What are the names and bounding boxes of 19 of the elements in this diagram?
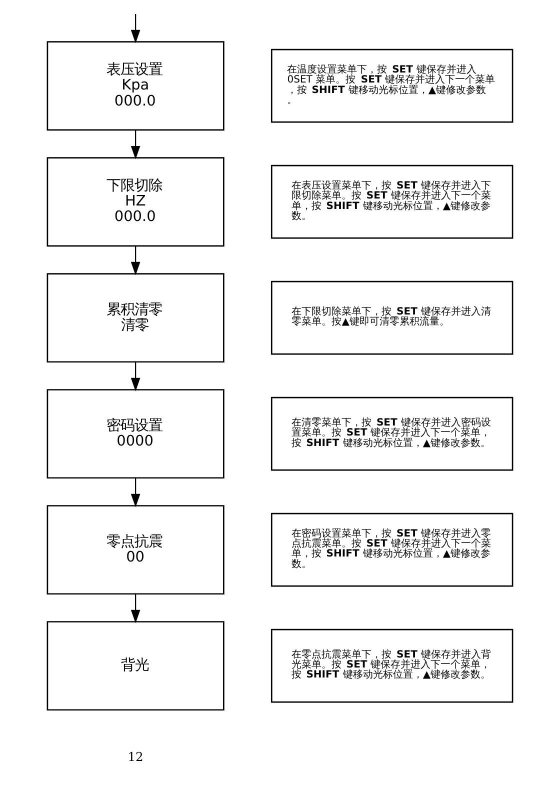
node-box: 下限切除 HZ 000.0 bbox=[46, 157, 224, 247]
node-box: 在下限切除菜单下，按 SET 键保存并进入清零菜单。按▲键即可清零累积流量。 bbox=[270, 280, 514, 355]
arrow bbox=[130, 594, 140, 624]
arrow bbox=[130, 130, 140, 160]
node-box: 密码设置 0000 bbox=[46, 389, 224, 479]
node-box: 累积清零 清零 bbox=[46, 273, 224, 363]
node-box: 在表压设置菜单下，按 SET 键保存并进入下限切除菜单。按 SET 键保存并进入下一个菜单，按 SHIFT 键移动光标位置，▲键修改参数。 bbox=[270, 164, 514, 239]
node-box: 在温度设置菜单下，按 SET 键保存并进入 0SET 菜单。按 SET 键保存并进入下一个菜单，按 SHIFT 键移动光标位置，▲键修改参数。 bbox=[270, 48, 514, 123]
node-box: 在零点抗震菜单下，按 SET 键保存并进入背光菜单。按 SET 键保存并进入下一个菜单，按 SHIFT 键移动光标位置，▲键修改参数。 bbox=[270, 628, 514, 703]
arrow bbox=[130, 14, 140, 44]
node-box: 在清零菜单下，按 SET 键保存并进入密码设置菜单。按 SET 键保存并进入下一个菜单，按 SHIFT 键移动光标位置，▲键修改参数。 bbox=[270, 396, 514, 471]
arrow bbox=[130, 362, 140, 392]
node-box: 在密码设置菜单下，按 SET 键保存并进入零点抗震菜单。按 SET 键保存并进入下一个菜单，按 SHIFT 键移动光标位置，▲键修改参数。 bbox=[270, 512, 514, 587]
arrow bbox=[130, 246, 140, 276]
node-box: 零点抗震 00 bbox=[46, 505, 224, 595]
node-box: 背光 bbox=[46, 621, 224, 711]
arrow bbox=[130, 478, 140, 508]
label: 12 bbox=[128, 750, 144, 764]
node-box: 表压设置 Kpa 000.0 bbox=[46, 41, 224, 131]
